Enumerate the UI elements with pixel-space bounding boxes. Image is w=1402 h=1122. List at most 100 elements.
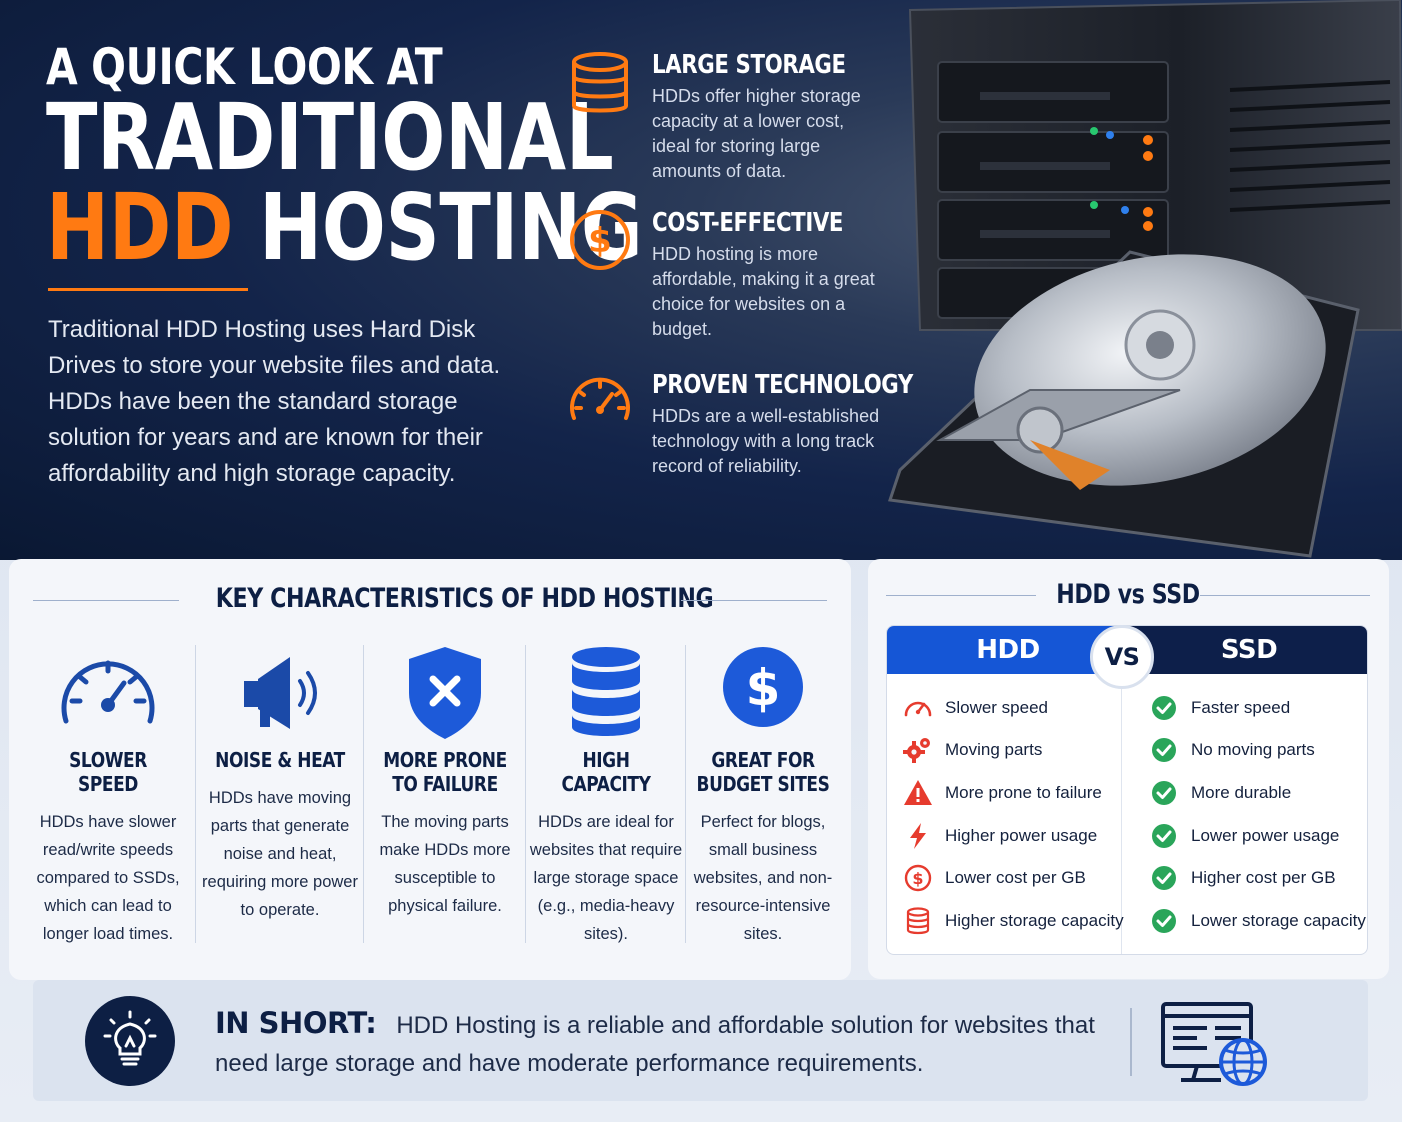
hero-divider: [48, 288, 248, 291]
web-hosting-monitor-icon: [1161, 1002, 1267, 1086]
hdd-row-text: Lower cost per GB: [945, 868, 1086, 887]
characteristic-title: GREAT FOR BUDGET SITES: [696, 748, 830, 796]
characteristic-title: HIGH CAPACITY: [561, 748, 651, 796]
column-divider: [1121, 686, 1122, 954]
svg-text:$: $: [588, 221, 612, 261]
speedometer-icon: [61, 660, 155, 724]
check-icon: [1152, 909, 1176, 933]
hero-pre-title: A QUICK LOOK AT: [46, 38, 443, 96]
hdd-vs-ssd-panel: HDD vs SSD HDD SSD Slower speed Moving p…: [868, 559, 1389, 979]
summary-bar: IN SHORT: HDD Hosting is a reliable and …: [33, 980, 1368, 1101]
vs-badge: VS: [1090, 625, 1154, 689]
shield-x-icon: [409, 647, 481, 739]
ssd-row: Lower storage capacity: [1149, 901, 1366, 941]
characteristic-high-capacity: HIGH CAPACITY HDDs are ideal for website…: [525, 643, 687, 948]
ssd-column-header: SSD: [1129, 626, 1367, 674]
column-divider: [363, 645, 364, 943]
dollar-icon: $: [570, 210, 630, 270]
feature-title: PROVEN TECHNOLOGY: [652, 370, 913, 400]
lightning-icon: [910, 823, 926, 849]
feature-title: COST-EFFECTIVE: [652, 208, 844, 238]
section-rule: [681, 600, 827, 601]
summary-label: IN SHORT:: [215, 1006, 377, 1040]
comparison-title: HDD vs SSD: [1056, 579, 1200, 610]
check-icon: [1152, 738, 1176, 762]
characteristic-description: HDDs are ideal for websites that require…: [529, 813, 683, 943]
hero-title-line: TRADITIONAL: [46, 84, 614, 191]
section-rule: [886, 595, 1036, 596]
ssd-row-text: More durable: [1191, 783, 1292, 802]
ssd-row: Faster speed: [1149, 688, 1290, 728]
ssd-row-text: No moving parts: [1191, 740, 1315, 759]
hdd-row: Moving parts: [903, 730, 1042, 770]
section-rule: [33, 600, 179, 601]
hdd-row-text: Higher storage capacity: [945, 911, 1124, 930]
hdd-row-text: More prone to failure: [945, 783, 1102, 802]
summary-text: HDD Hosting is a reliable and affordable…: [215, 1012, 1095, 1077]
hdd-row: $ Lower cost per GB: [903, 858, 1086, 898]
hdd-row: Slower speed: [903, 688, 1048, 728]
hdd-row-text: Slower speed: [945, 698, 1049, 717]
ssd-row-text: Faster speed: [1191, 698, 1291, 717]
hdd-row: More prone to failure: [903, 773, 1102, 813]
hdd-row-text: Higher power usage: [945, 826, 1098, 845]
svg-text:$: $: [912, 869, 923, 888]
lightbulb-icon: [103, 1010, 157, 1066]
hdd-column-header: HDD: [887, 626, 1129, 674]
feature-description: HDDs offer higher storage capacity at a …: [652, 86, 861, 181]
feature-description: HDD hosting is more affordable, making i…: [652, 244, 875, 339]
speaker-icon: [244, 657, 317, 729]
gauge-icon: [570, 377, 630, 420]
characteristic-noise-heat: NOISE & HEAT HDDs have moving parts that…: [199, 643, 361, 924]
check-icon: [1152, 781, 1176, 805]
characteristic-description: The moving parts make HDDs more suscepti…: [379, 813, 511, 915]
check-icon: [1152, 824, 1176, 848]
hero-title-accent-line: HDD HOSTING: [46, 182, 643, 274]
database-icon: [572, 647, 640, 736]
hero-section: A QUICK LOOK AT TRADITIONAL HDD HOSTING …: [0, 0, 1402, 560]
database-icon: [572, 52, 628, 113]
feature-description: HDDs are a well-established technology w…: [652, 406, 880, 476]
ssd-row: No moving parts: [1149, 730, 1315, 770]
column-divider: [525, 645, 526, 943]
column-divider: [195, 645, 196, 943]
key-characteristics-panel: KEY CHARACTERISTICS OF HDD HOSTING SLOWE…: [9, 559, 851, 980]
gears-icon: [903, 738, 930, 763]
characteristic-prone-to-failure: MORE PRONE TO FAILURE The moving parts m…: [364, 643, 526, 920]
dollar-icon: $: [904, 864, 932, 892]
characteristic-title: SLOWER SPEED: [69, 748, 147, 796]
characteristic-description: HDDs have slower read/write speeds compa…: [36, 813, 180, 943]
characteristic-slower-speed: SLOWER SPEED HDDs have slower read/write…: [27, 643, 189, 948]
ssd-row-text: Higher cost per GB: [1191, 868, 1336, 887]
database-icon: [906, 907, 930, 935]
ssd-row: Higher cost per GB: [1149, 858, 1336, 898]
svg-text:$: $: [746, 659, 781, 717]
comparison-table: HDD SSD Slower speed Moving parts More p…: [886, 625, 1368, 955]
gauge-icon: [904, 701, 932, 717]
summary-text-block: IN SHORT: HDD Hosting is a reliable and …: [215, 1004, 1125, 1083]
feature-title: LARGE STORAGE: [652, 50, 846, 80]
check-icon: [1152, 696, 1176, 720]
dollar-circle-icon: $: [723, 647, 803, 727]
characteristic-title: MORE PRONE TO FAILURE: [383, 748, 507, 796]
hero-description: Traditional HDD Hosting uses Hard Disk D…: [48, 316, 501, 487]
ssd-row: More durable: [1149, 773, 1291, 813]
check-icon: [1152, 866, 1176, 890]
section-rule: [1200, 595, 1370, 596]
summary-divider: [1130, 1008, 1132, 1076]
ssd-row-text: Lower power usage: [1191, 826, 1340, 845]
column-divider: [685, 645, 686, 943]
ssd-row: Lower power usage: [1149, 816, 1339, 856]
hdd-row: Higher power usage: [903, 816, 1097, 856]
characteristic-budget-sites: $ GREAT FOR BUDGET SITES Perfect for blo…: [682, 643, 844, 948]
warning-icon: [904, 780, 932, 805]
characteristic-title: NOISE & HEAT: [215, 748, 345, 772]
ssd-row-text: Lower storage capacity: [1191, 911, 1366, 930]
hero-title-accent: HDD: [46, 174, 234, 281]
hdd-row: Higher storage capacity: [903, 901, 1124, 941]
hdd-row-text: Moving parts: [945, 740, 1043, 759]
lightbulb-badge: [85, 996, 175, 1086]
server-hdd-illustration: [888, 0, 1402, 558]
characteristic-description: Perfect for blogs, small business websit…: [693, 813, 833, 943]
section-title: KEY CHARACTERISTICS OF HDD HOSTING: [215, 583, 714, 614]
